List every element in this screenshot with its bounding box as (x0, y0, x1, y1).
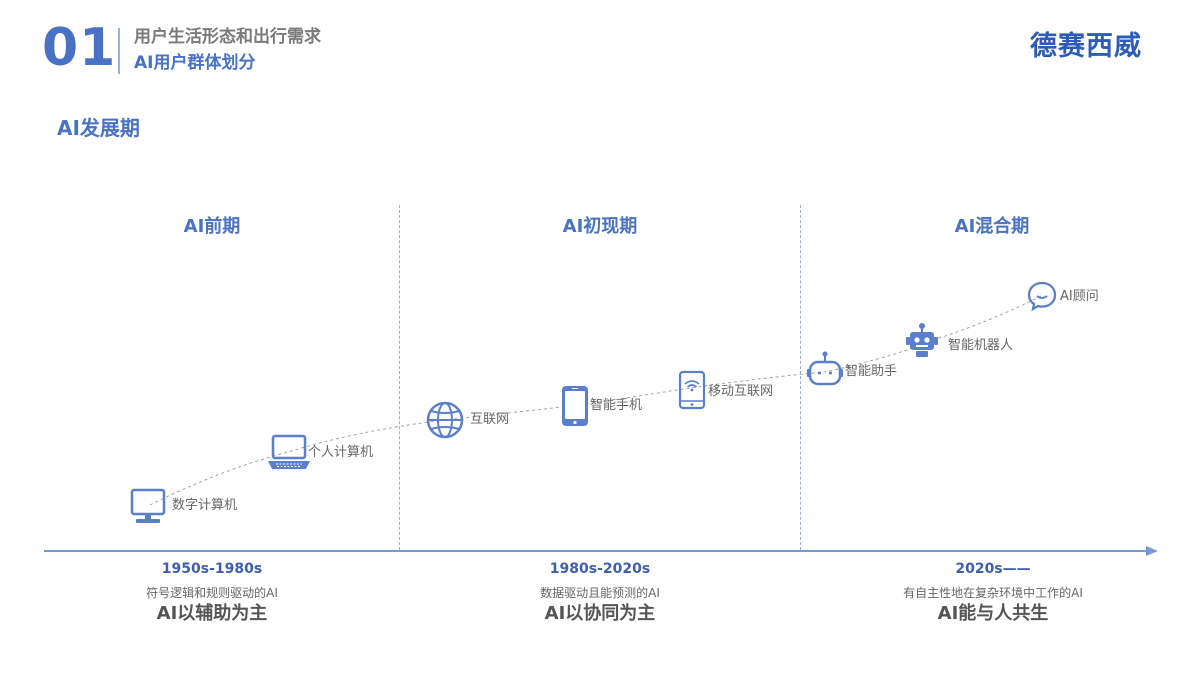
period-slogan-hybrid: AI能与人共生 (937, 603, 1049, 624)
period-title-hybrid: AI混合期 (954, 216, 1030, 237)
robot-icon (906, 323, 938, 357)
milestone-label-smartphone: 智能手机 (590, 398, 643, 413)
period-description-hybrid: 有自主性地在复杂环境中工作的AI (903, 586, 1083, 600)
period-description-early: 符号逻辑和规则驱动的AI (146, 586, 278, 600)
milestone-label-digital-computer: 数字计算机 (172, 498, 238, 513)
assistant-robot-icon (807, 351, 843, 386)
header-divider (118, 28, 120, 74)
growth-curve (149, 294, 1044, 506)
milestone-label-mobile-internet: 移动互联网 (708, 384, 774, 399)
period-title-emerging: AI初现期 (562, 216, 638, 237)
milestone-label-ai-advisor: AI顾问 (1060, 289, 1099, 304)
brand-logo: 德赛西威 (1030, 31, 1142, 62)
desktop-monitor-icon (130, 488, 166, 523)
laptop-icon (268, 434, 310, 469)
period-range-emerging: 1980s-2020s (549, 561, 651, 577)
chat-bubble-icon (1027, 281, 1057, 312)
section-subtitle: AI用户群体划分 (134, 53, 256, 73)
milestone-label-personal-computer: 个人计算机 (308, 445, 374, 460)
milestone-label-smart-robot: 智能机器人 (948, 338, 1014, 353)
period-range-hybrid: 2020s—— (955, 561, 1031, 577)
tablet-wifi-icon (678, 370, 706, 410)
smartphone-icon (562, 386, 588, 426)
milestone-label-smart-assistant: 智能助手 (845, 364, 898, 379)
period-slogan-emerging: AI以协同为主 (544, 603, 656, 624)
period-title-early: AI前期 (183, 216, 241, 237)
milestone-label-internet: 互联网 (470, 412, 510, 427)
period-divider-1 (399, 205, 400, 550)
page-title: AI发展期 (57, 116, 140, 140)
globe-icon (426, 401, 464, 439)
period-slogan-early: AI以辅助为主 (156, 603, 268, 624)
period-divider-2 (800, 205, 801, 550)
section-number: 01 (42, 18, 117, 78)
period-description-emerging: 数据驱动且能预测的AI (540, 586, 660, 600)
section-title: 用户生活形态和出行需求 (134, 27, 321, 47)
period-range-early: 1950s-1980s (161, 561, 263, 577)
timeline-arrow (1146, 546, 1158, 556)
